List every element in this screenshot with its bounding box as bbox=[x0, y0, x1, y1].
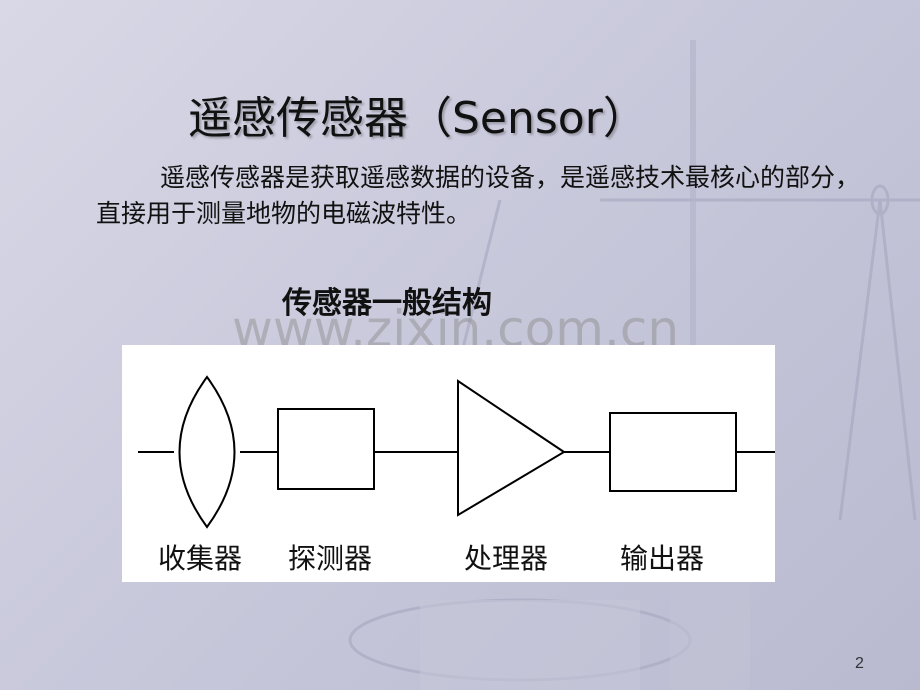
label-collector: 收集器 bbox=[158, 542, 243, 575]
lens-shape bbox=[178, 375, 236, 529]
slide-paragraph: 遥感传感器是获取遥感数据的设备，是遥感技术最核心的部分，直接用于测量地物的电磁波… bbox=[96, 163, 861, 228]
sensor-structure-diagram: 收集器 探测器 处理器 输出器 bbox=[122, 345, 775, 582]
label-output: 输出器 bbox=[620, 542, 705, 575]
slide-title: 遥感传感器（Sensor） bbox=[188, 93, 647, 144]
detector-box bbox=[277, 408, 375, 490]
label-processor: 处理器 bbox=[464, 542, 549, 575]
label-detector: 探测器 bbox=[288, 542, 373, 575]
diagram-heading: 传感器一般结构 bbox=[282, 286, 492, 321]
output-box bbox=[609, 412, 737, 492]
processor-triangle bbox=[457, 379, 566, 517]
page-number: 2 bbox=[855, 655, 864, 672]
